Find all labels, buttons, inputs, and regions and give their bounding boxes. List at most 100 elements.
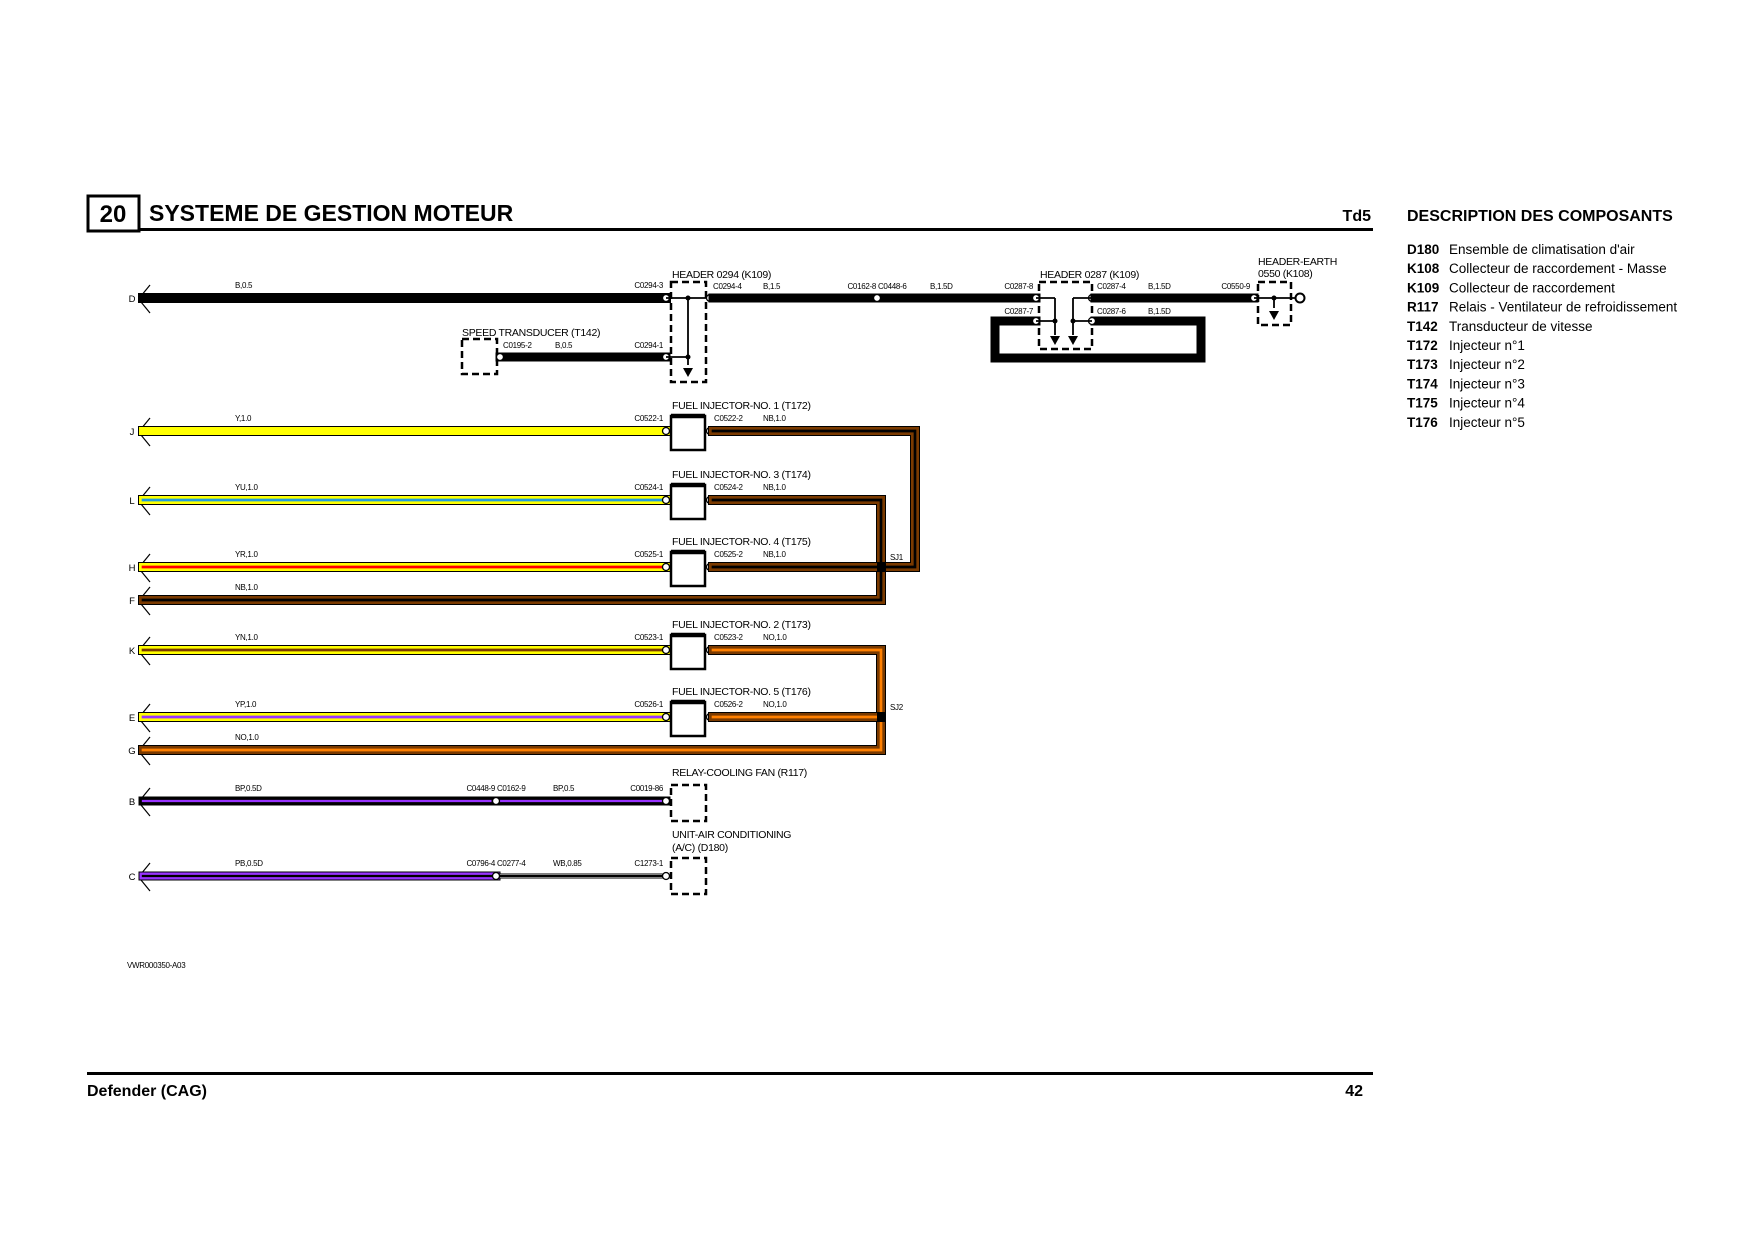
legend-description: Injecteur n°4 <box>1449 396 1525 411</box>
circuit-letter: G <box>128 746 135 757</box>
junction-dot-icon <box>685 295 691 301</box>
header-0287-box <box>1037 280 1094 351</box>
component-label: (A/C) (D180) <box>672 842 728 854</box>
connector-pin-icon <box>495 352 505 362</box>
inline-connector-label: C0796-4 C0277-4 <box>466 859 526 868</box>
section-number: 20 <box>100 201 127 228</box>
model-code: Td5 <box>1343 208 1372 225</box>
component-label: SPEED TRANSDUCER (T142) <box>462 327 600 339</box>
ground-arrow-icon <box>683 368 693 377</box>
ground-arrow-icon <box>1269 311 1279 320</box>
component-dashed-box <box>669 783 708 823</box>
header-loop-wire <box>990 316 1206 363</box>
legend-description: Injecteur n°3 <box>1449 376 1525 391</box>
connector-label: C0523-1 <box>634 633 663 642</box>
harness-break-icon <box>140 603 151 616</box>
footer-rule <box>87 1072 1373 1075</box>
connector-label: C0287-7 <box>1004 307 1033 316</box>
junction-dot-icon <box>685 354 691 360</box>
harness-break-icon <box>140 804 151 817</box>
wire-spec-label: B,1.5D <box>1148 282 1171 291</box>
section-number-box <box>86 194 141 233</box>
connector-pin-icon <box>661 426 671 436</box>
legend-code: T172 <box>1407 338 1438 353</box>
component-label: FUEL INJECTOR-NO. 5 (T176) <box>672 686 811 698</box>
wire-spec-label: YN,1.0 <box>235 633 259 642</box>
inline-connector-label: C0162-8 C0448-6 <box>847 282 907 291</box>
wire-spec-label: NB,1.0 <box>763 414 787 423</box>
connector-label: C0526-2 <box>714 700 743 709</box>
speed-transducer-box <box>460 337 499 376</box>
wire-spec-label: Y,1.0 <box>235 414 252 423</box>
inline-connector-icon <box>491 871 501 881</box>
connector-label: C0525-1 <box>634 550 663 559</box>
circuit-letter: L <box>129 496 134 507</box>
legend-code: T174 <box>1407 376 1438 391</box>
page-number: 42 <box>1345 1083 1363 1100</box>
legend-description: Collecteur de raccordement - Masse <box>1449 261 1667 276</box>
connector-label: C0287-4 <box>1097 282 1126 291</box>
earth-stud-icon <box>1294 292 1306 304</box>
footer-vehicle: Defender (CAG) <box>87 1083 207 1100</box>
component-label: HEADER 0294 (K109) <box>672 269 771 281</box>
inline-connector-icon <box>491 796 501 806</box>
page-title: SYSTEME DE GESTION MOTEUR <box>149 200 514 226</box>
junction-dot-icon <box>1070 318 1076 324</box>
connector-label: C0522-1 <box>634 414 663 423</box>
wire-spec-label: WB,0.85 <box>553 859 582 868</box>
wire-spec-label: PB,0.5D <box>235 859 263 868</box>
legend-description: Injecteur n°1 <box>1449 338 1525 353</box>
component-label: RELAY-COOLING FAN (R117) <box>672 767 807 779</box>
legend-description: Ensemble de climatisation d'air <box>1449 242 1635 257</box>
wire-spec-label: B,1.5D <box>1148 307 1171 316</box>
connector-label: C0195-2 <box>503 341 532 350</box>
connector-label: C1273-1 <box>634 859 663 868</box>
connector-label: C0523-2 <box>714 633 743 642</box>
wire-spec-label: B,1.5D <box>930 282 953 291</box>
component-label: FUEL INJECTOR-NO. 2 (T173) <box>672 619 811 631</box>
connector-label: C0550-9 <box>1221 282 1250 291</box>
wire-spec-label: YR,1.0 <box>235 550 259 559</box>
circuit-letter: F <box>129 596 135 607</box>
harness-break-icon <box>140 720 151 733</box>
ground-arrow-icon <box>1068 336 1078 345</box>
circuit-letter: D <box>129 294 136 305</box>
legend-description: Transducteur de vitesse <box>1449 319 1593 334</box>
connector-label: C0522-2 <box>714 414 743 423</box>
circuit-letter: J <box>130 427 135 438</box>
wire-spec-label: B,0.5 <box>235 281 253 290</box>
return-wire-inj1 <box>708 426 920 572</box>
connector-label: C0524-1 <box>634 483 663 492</box>
connector-label: C0294-3 <box>634 281 663 290</box>
splice-label: SJ2 <box>890 703 904 712</box>
connector-pin-icon <box>661 871 671 881</box>
legend-code: T142 <box>1407 319 1438 334</box>
legend-code: T173 <box>1407 357 1438 372</box>
connector-label: C0526-1 <box>634 700 663 709</box>
legend-code: T175 <box>1407 396 1438 411</box>
component-label: UNIT-AIR CONDITIONING <box>672 829 791 841</box>
harness-break-icon <box>140 570 151 583</box>
wire-spec-label: B,0.5 <box>555 341 573 350</box>
component-label: HEADER 0287 (K109) <box>1040 269 1139 281</box>
component-label: 0550 (K108) <box>1258 268 1313 280</box>
inline-connector-label: C0448-9 C0162-9 <box>466 784 526 793</box>
junction-dot-icon <box>1271 295 1277 301</box>
splice-label: SJ1 <box>890 553 904 562</box>
connector-label: C0287-6 <box>1097 307 1126 316</box>
wire-spec-label: BP,0.5D <box>235 784 262 793</box>
connector-pin-icon <box>661 562 671 572</box>
component-label: FUEL INJECTOR-NO. 3 (T174) <box>672 469 811 481</box>
return-wire-inj2-g <box>138 645 886 755</box>
wire-spec-label: NB,1.0 <box>763 483 787 492</box>
connector-pin-icon <box>661 495 671 505</box>
splice-sj2-icon <box>877 713 885 721</box>
legend-description: Injecteur n°5 <box>1449 415 1525 430</box>
connector-label: C0294-4 <box>713 282 742 291</box>
wire-spec-label: NB,1.0 <box>763 550 787 559</box>
wire-spec-label: YU,1.0 <box>235 483 259 492</box>
fuel-injector-symbol <box>669 483 707 521</box>
component-label: FUEL INJECTOR-NO. 4 (T175) <box>672 536 811 548</box>
fuel-injector-symbol <box>669 550 707 588</box>
